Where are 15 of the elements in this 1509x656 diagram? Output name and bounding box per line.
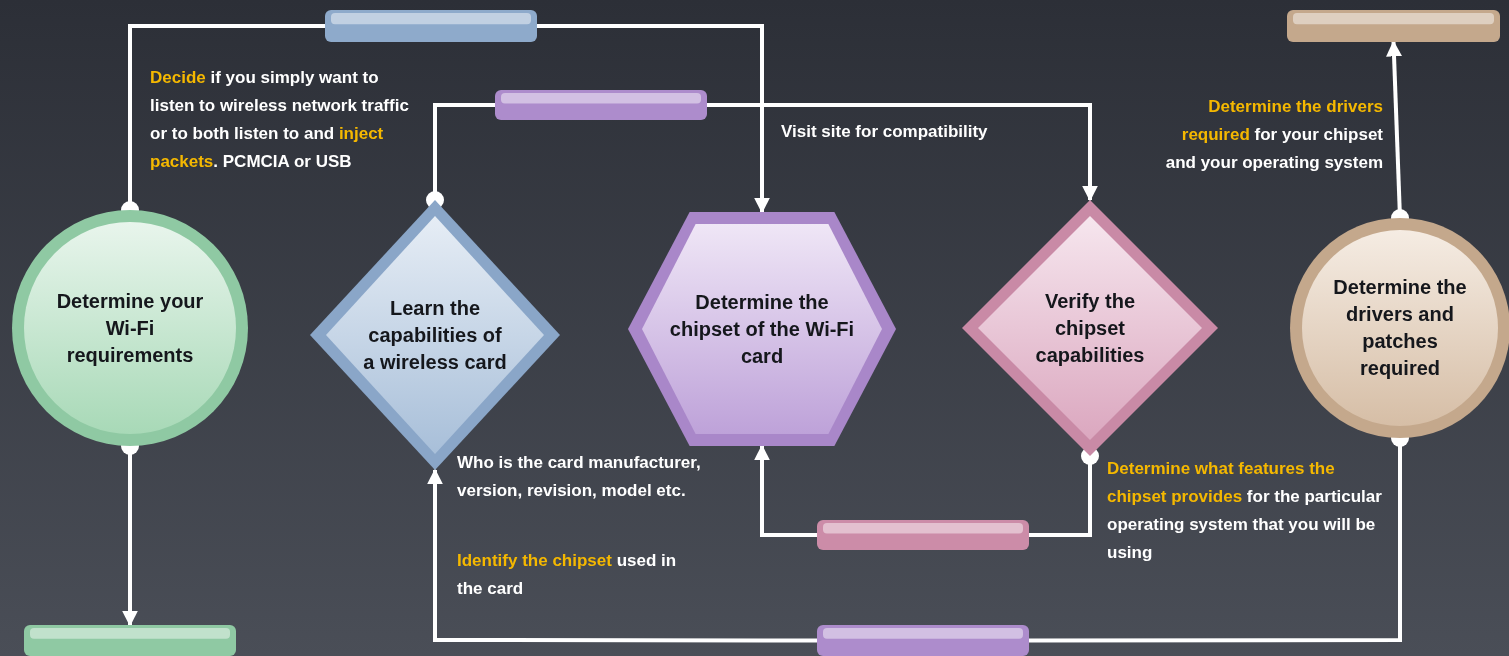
annotation-text: Visit site for compatibility xyxy=(781,121,989,143)
annotation-text: Determine the drivers required for your chipset and your operating system xyxy=(1164,96,1383,174)
node-label: Verify the chipset capabilities xyxy=(1034,288,1146,368)
annotation-text: Determine what features the chipset provides for the particular operating system that you will be using xyxy=(1107,458,1382,564)
node-label: Determine the drivers and patches required xyxy=(1332,275,1468,381)
annotation-text: Identify the chipset used in the card xyxy=(457,550,678,600)
connector-arrow xyxy=(427,468,817,643)
node-label: Determine the chipset of the Wi-Fi card xyxy=(668,289,856,369)
node-label: Determine your Wi-Fi requirements xyxy=(55,288,205,368)
annotation-text: Who is the card manufacturer, version, revision, model etc. xyxy=(457,452,702,502)
connector-arrow xyxy=(537,24,770,214)
connector-arrow xyxy=(707,103,1098,202)
connector-arrow xyxy=(754,444,817,537)
node-label: Learn the capabilities of a wireless card xyxy=(362,295,508,375)
annotation-text: Decide if you simply want to listen to wireless network traffic or to both listen to and inject packets. PCMCIA or USB xyxy=(150,67,410,173)
